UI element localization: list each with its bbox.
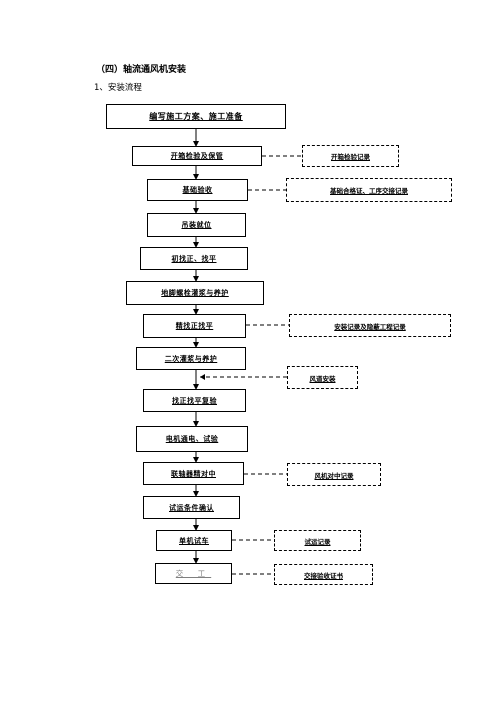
step-label: 找正找平复验 xyxy=(172,396,217,405)
step-label: 吊装就位 xyxy=(181,221,212,229)
step-box: 吊装就位 xyxy=(147,213,246,237)
step-label: 试运条件确认 xyxy=(169,503,214,512)
section-heading: （四）轴流通风机安装 xyxy=(96,65,187,75)
record-box: 基础合格证、工序交接记录 xyxy=(286,178,452,202)
record-label: 安装记录及隐蔽工程记录 xyxy=(334,322,406,331)
step-label: 地脚螺栓灌浆与养护 xyxy=(161,289,229,297)
step-box: 精找正找平 xyxy=(143,314,246,338)
record-box: 安装记录及隐蔽工程记录 xyxy=(289,314,451,337)
step-label: 初找正、找平 xyxy=(171,254,217,263)
record-label: 交接验收证书 xyxy=(304,571,343,580)
step-box: 找正找平复验 xyxy=(143,389,246,412)
record-label: 试运记录 xyxy=(304,537,331,546)
step-box: 基础验收 xyxy=(147,179,248,201)
section-subheading: 1、安装流程 xyxy=(94,83,142,93)
step-label: 精找正找平 xyxy=(175,322,214,330)
step-box: 单机试车 xyxy=(156,530,232,551)
step-label: 开箱检验及保管 xyxy=(170,152,224,160)
record-label: 风机对中记录 xyxy=(314,471,354,480)
dash-arrowhead xyxy=(200,374,205,380)
step-box: 二次灌浆与养护 xyxy=(136,347,246,370)
step-box: 开箱检验及保管 xyxy=(132,146,262,166)
step-label: 电机通电、试验 xyxy=(165,435,219,443)
record-box: 风机对中记录 xyxy=(287,463,381,486)
step-box: 试运条件确认 xyxy=(143,496,240,519)
record-label: 基础合格证、工序交接记录 xyxy=(330,187,408,195)
step-label: 交 工 xyxy=(175,569,212,578)
step-label: 编写施工方案、施工准备 xyxy=(149,112,243,121)
step-box: 编写施工方案、施工准备 xyxy=(106,104,286,129)
record-label: 风道安装 xyxy=(309,374,336,383)
record-box: 试运记录 xyxy=(274,530,361,551)
step-label: 联轴器精对中 xyxy=(171,469,216,478)
record-box: 风道安装 xyxy=(287,366,358,389)
step-box: 联轴器精对中 xyxy=(143,462,244,485)
record-box: 交接验收证书 xyxy=(274,564,373,585)
step-box: 地脚螺栓灌浆与养护 xyxy=(126,281,264,305)
step-label: 单机试车 xyxy=(179,536,209,545)
step-box: 初找正、找平 xyxy=(140,247,248,270)
record-box: 开箱检验记录 xyxy=(302,145,399,167)
step-label: 基础验收 xyxy=(182,186,213,194)
step-box: 电机通电、试验 xyxy=(136,426,248,452)
step-label: 二次灌浆与养护 xyxy=(164,354,218,363)
step-box-final: 交 工 xyxy=(155,563,232,584)
record-label: 开箱检验记录 xyxy=(331,153,370,161)
